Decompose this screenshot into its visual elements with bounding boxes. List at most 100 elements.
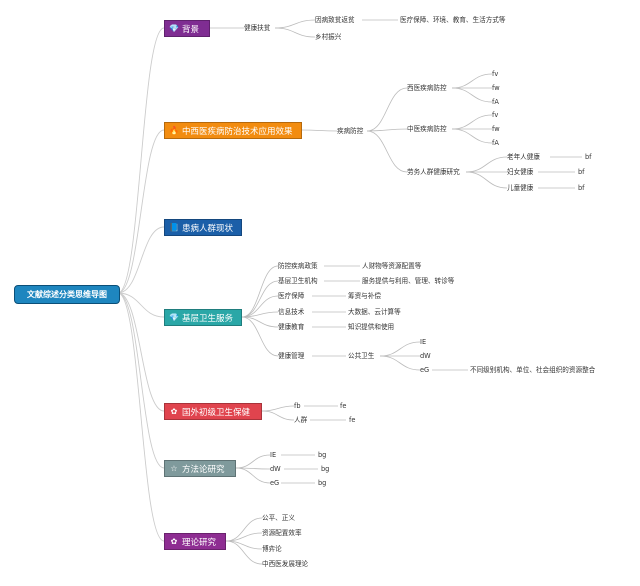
connector [241, 265, 279, 318]
branch-label: 患病人群现状 [182, 223, 234, 234]
branch-label: 基层卫生服务 [182, 313, 234, 324]
connector [117, 27, 165, 294]
connector [274, 27, 316, 38]
topic-node[interactable]: 乡村振兴 [315, 33, 342, 41]
connector [117, 226, 165, 294]
topic-node[interactable]: fv [492, 111, 499, 119]
topic-node[interactable]: 公共卫生 [348, 352, 375, 360]
topic-node[interactable]: bg [318, 451, 327, 459]
branch-theory[interactable]: ✿ 理论研究 [164, 533, 226, 550]
connector [379, 355, 421, 371]
connector [379, 341, 421, 357]
topic-node[interactable]: bg [321, 465, 330, 473]
root-node[interactable]: 文献综述分类思维导图 [14, 285, 120, 304]
connector [366, 87, 408, 132]
topic-node[interactable]: IE [420, 338, 427, 346]
branch-label: 国外初级卫生保健 [182, 407, 251, 418]
topic-node[interactable]: 博弈论 [262, 545, 282, 553]
connector [117, 292, 165, 412]
connector [117, 292, 165, 318]
topic-node[interactable]: 医疗保障 [278, 292, 305, 300]
topic-node[interactable]: 不同级别机构、单位、社会组织的资源整合 [470, 366, 596, 374]
flower-icon: ✿ [170, 537, 178, 546]
connector [301, 129, 338, 132]
topic-node[interactable]: 因病致贫返贫 [315, 16, 355, 24]
connector [117, 129, 165, 294]
flower-icon: ✿ [170, 407, 178, 416]
connector [235, 467, 271, 484]
topic-node[interactable]: bg [318, 479, 327, 487]
topic-node[interactable]: 妇女健康 [507, 168, 534, 176]
branch-methodology[interactable]: ☆方法论研究 [164, 460, 236, 477]
topic-node[interactable]: bf [585, 153, 592, 161]
topic-node[interactable]: fe [340, 402, 347, 410]
topic-node[interactable]: 资源配置效率 [262, 529, 302, 537]
topic-node[interactable]: fv [492, 70, 499, 78]
topic-node[interactable]: fA [492, 139, 499, 147]
topic-node[interactable]: 筹资与补偿 [348, 292, 381, 300]
topic-node[interactable]: 人财物等资源配置等 [362, 262, 422, 270]
topic-node[interactable]: 人群 [294, 416, 308, 424]
topic-node[interactable]: 信息技术 [278, 308, 305, 316]
connector [366, 128, 408, 132]
topic-node[interactable]: 健康扶贫 [244, 24, 271, 32]
connector [241, 316, 279, 328]
topic-node[interactable]: 中西医发展理论 [262, 560, 309, 568]
topic-node[interactable]: eG [270, 479, 280, 487]
connector [225, 540, 263, 565]
topic-node[interactable]: eG [420, 366, 430, 374]
topic-node[interactable]: 疾病防控 [337, 127, 364, 135]
topic-node[interactable]: fw [492, 125, 500, 133]
branch-primary-health[interactable]: 💎基层卫生服务 [164, 309, 242, 326]
branch-patient-status[interactable]: 📘患病人群现状 [164, 219, 242, 236]
branch-foreign-primary-care[interactable]: ✿ 国外初级卫生保健 [164, 403, 262, 420]
connector [225, 517, 263, 542]
connector [451, 87, 493, 103]
topic-node[interactable]: dW [420, 352, 431, 360]
branch-background[interactable]: 💎背景 [164, 20, 210, 37]
root-label: 文献综述分类思维导图 [27, 290, 107, 299]
topic-node[interactable]: 服务提供与利用、管理、转诊等 [362, 277, 455, 285]
branch-tcm-western-tech[interactable]: 🔥中西医疾病防治技术应用效果 [164, 122, 302, 139]
topic-node[interactable]: 劳务人群健康研究 [407, 168, 460, 176]
topic-node[interactable]: 西医疾病防控 [407, 84, 447, 92]
topic-node[interactable]: bf [578, 168, 585, 176]
diamond-icon: 💎 [169, 24, 179, 33]
connector [465, 171, 508, 189]
topic-node[interactable]: 健康管理 [278, 352, 305, 360]
topic-node[interactable]: fe [349, 416, 356, 424]
connector [241, 295, 279, 318]
topic-node[interactable]: 公平、正义 [262, 514, 295, 522]
connector [451, 128, 493, 144]
topic-node[interactable]: 健康教育 [278, 323, 305, 331]
topic-node[interactable]: 大数据、云计算等 [348, 308, 401, 316]
connector [261, 410, 295, 421]
book-icon: 📘 [169, 223, 179, 232]
topic-node[interactable]: fw [492, 84, 500, 92]
topic-node[interactable]: dW [270, 465, 281, 473]
connector [241, 280, 279, 318]
topic-node[interactable]: 防控疾病政策 [278, 262, 318, 270]
topic-node[interactable]: IE [270, 451, 277, 459]
topic-node[interactable]: fb [294, 402, 301, 410]
connector [465, 156, 508, 173]
flame-icon: 🔥 [169, 126, 179, 135]
topic-node[interactable]: 老年人健康 [507, 153, 540, 161]
connector [117, 292, 165, 542]
topic-node[interactable]: fA [492, 98, 499, 106]
branch-label: 背景 [182, 24, 200, 35]
topic-node[interactable]: 儿童健康 [507, 184, 534, 192]
connector [241, 316, 279, 357]
topic-node[interactable]: bf [578, 184, 585, 192]
topic-node[interactable]: 中医疾病防控 [407, 125, 447, 133]
connector [366, 130, 408, 173]
topic-node[interactable]: 医疗保障、环境、教育、生活方式等 [400, 16, 506, 24]
topic-node[interactable]: 基层卫生机构 [278, 277, 318, 285]
connector [451, 73, 493, 89]
connector [274, 19, 316, 29]
branch-label: 理论研究 [182, 537, 217, 548]
connector [225, 532, 263, 542]
connector [235, 454, 271, 469]
topic-node[interactable]: 知识提供和使用 [348, 323, 395, 331]
